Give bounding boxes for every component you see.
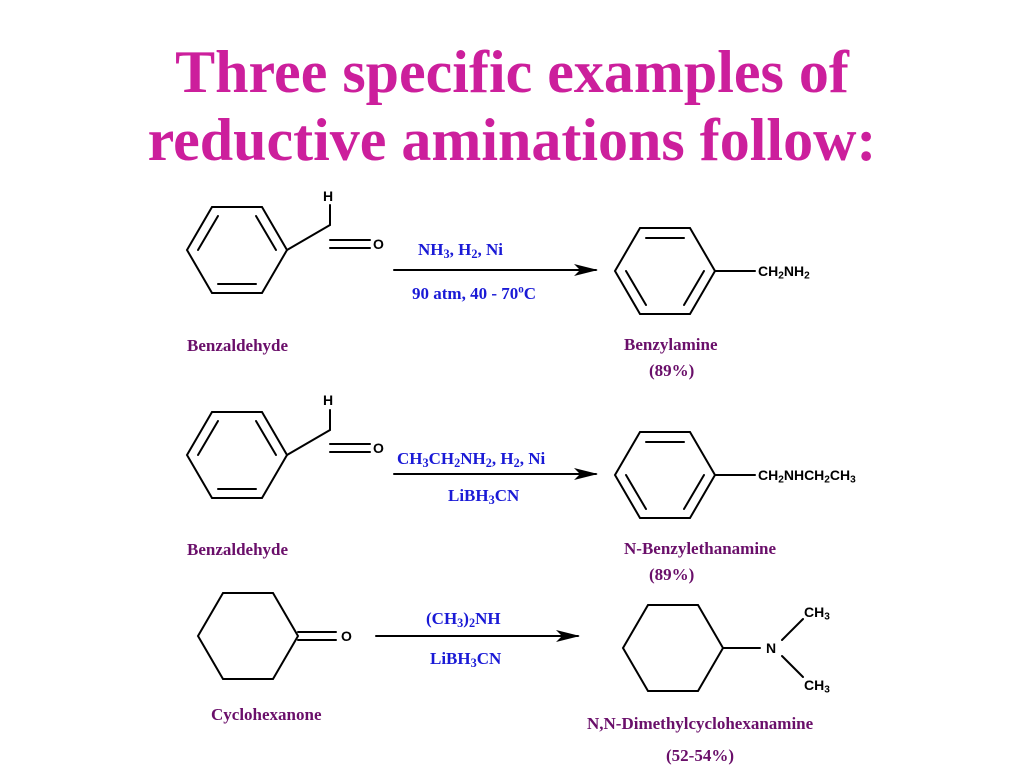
title-line-2: reductive aminations follow:	[147, 107, 877, 173]
product-yield-3: (52-54%)	[666, 746, 734, 765]
product-group-2: CH2NHCH2CH3	[758, 467, 856, 486]
methyl-group-top: CH3	[804, 604, 830, 623]
slide-title: Three specific examples of reductive ami…	[0, 38, 1024, 174]
reagent-above-3: (CH3)2NH	[426, 609, 501, 631]
title-line-1: Three specific examples of	[175, 39, 849, 105]
aldehyde-hydrogen-label-2: H	[323, 392, 334, 408]
product-group-1: CH2NH2	[758, 263, 810, 282]
n-benzylethanamine-structure	[613, 431, 756, 519]
reagent-below-2: LiBH3CN	[448, 486, 520, 508]
product-yield-1: (89%)	[649, 361, 695, 380]
aldehyde-hydrogen-label-1: H	[323, 188, 334, 204]
amine-nitrogen-label: N	[766, 640, 777, 656]
methyl-group-bottom: CH3	[804, 677, 830, 696]
product-yield-2: (89%)	[649, 565, 695, 584]
reactant-name-1: Benzaldehyde	[187, 336, 289, 355]
benzaldehyde-structure-1	[185, 204, 371, 294]
product-name-2: N-Benzylethanamine	[624, 539, 777, 558]
ketone-oxygen-label: O	[341, 628, 352, 644]
reagent-above-2: CH3CH2NH2, H2, Ni	[397, 449, 546, 471]
n-n-dimethylcyclohexanamine-structure	[621, 604, 804, 692]
benzylamine-structure	[613, 227, 756, 315]
reagent-below-3: LiBH3CN	[430, 649, 502, 671]
reagent-above-1: NH3, H2, Ni	[418, 240, 503, 262]
aldehyde-oxygen-label-1: O	[373, 236, 384, 252]
reagent-below-1: 90 atm, 40 - 70oC	[412, 283, 537, 303]
product-name-3: N,N-Dimethylcyclohexanamine	[587, 714, 814, 733]
product-name-1: Benzylamine	[624, 335, 718, 354]
reactant-name-3: Cyclohexanone	[211, 705, 322, 724]
reactant-name-2: Benzaldehyde	[187, 540, 289, 559]
aldehyde-oxygen-label-2: O	[373, 440, 384, 456]
benzaldehyde-structure-2	[185, 409, 371, 499]
cyclohexanone-structure	[196, 592, 337, 680]
